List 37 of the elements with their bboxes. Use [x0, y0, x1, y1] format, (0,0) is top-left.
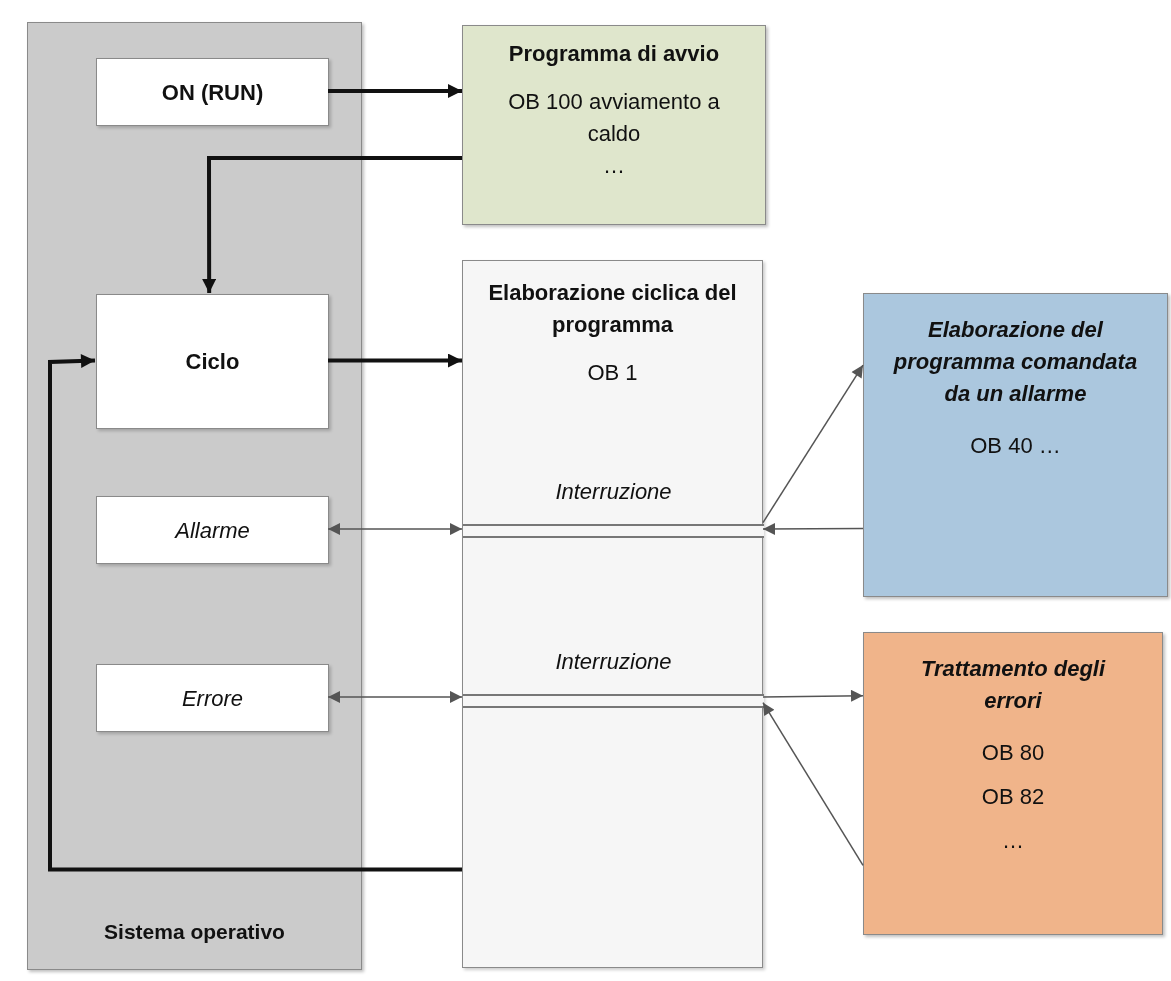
interrupt-label: Interruzione — [554, 648, 673, 676]
block-heading: Programma di avvio — [507, 40, 721, 68]
program-column — [462, 260, 763, 968]
block-heading: Elaborazione del programma comandata da un allarme — [892, 316, 1139, 408]
block-text: OB 82 — [980, 783, 1046, 811]
block-text: OB 1 — [586, 359, 639, 387]
arrow — [762, 689, 864, 702]
alarm-block — [863, 293, 1168, 597]
event-box — [96, 496, 329, 564]
panel-title: Sistema operativo — [103, 918, 286, 945]
system-panel — [27, 22, 362, 970]
arrow — [328, 353, 462, 368]
arrow — [327, 690, 463, 703]
interrupt-label: Interruzione — [554, 478, 673, 506]
block-text: OB 100 avviamento a caldo — [507, 88, 721, 148]
box-label: Allarme — [175, 516, 250, 545]
arrow — [327, 523, 463, 536]
block-text: OB 80 — [980, 739, 1046, 767]
error-block — [863, 632, 1163, 935]
arrow — [48, 353, 462, 872]
block-text: … — [602, 152, 626, 180]
box-label: Errore — [181, 684, 244, 713]
block-text: … — [1001, 827, 1025, 855]
block-text: OB 40 … — [969, 432, 1062, 460]
process-box — [96, 294, 329, 429]
arrow — [202, 156, 462, 293]
block-heading: Elaborazione ciclica del programma — [487, 279, 738, 339]
startup-block — [462, 25, 766, 225]
arrow — [762, 523, 864, 535]
arrow — [762, 701, 864, 867]
arrow — [328, 84, 462, 98]
process-box — [96, 58, 329, 126]
event-box — [96, 664, 329, 732]
block-heading: Trattamento degli errori — [919, 655, 1107, 715]
box-label: Ciclo — [185, 348, 240, 376]
arrow — [762, 364, 864, 524]
box-label: ON (RUN) — [161, 78, 264, 107]
